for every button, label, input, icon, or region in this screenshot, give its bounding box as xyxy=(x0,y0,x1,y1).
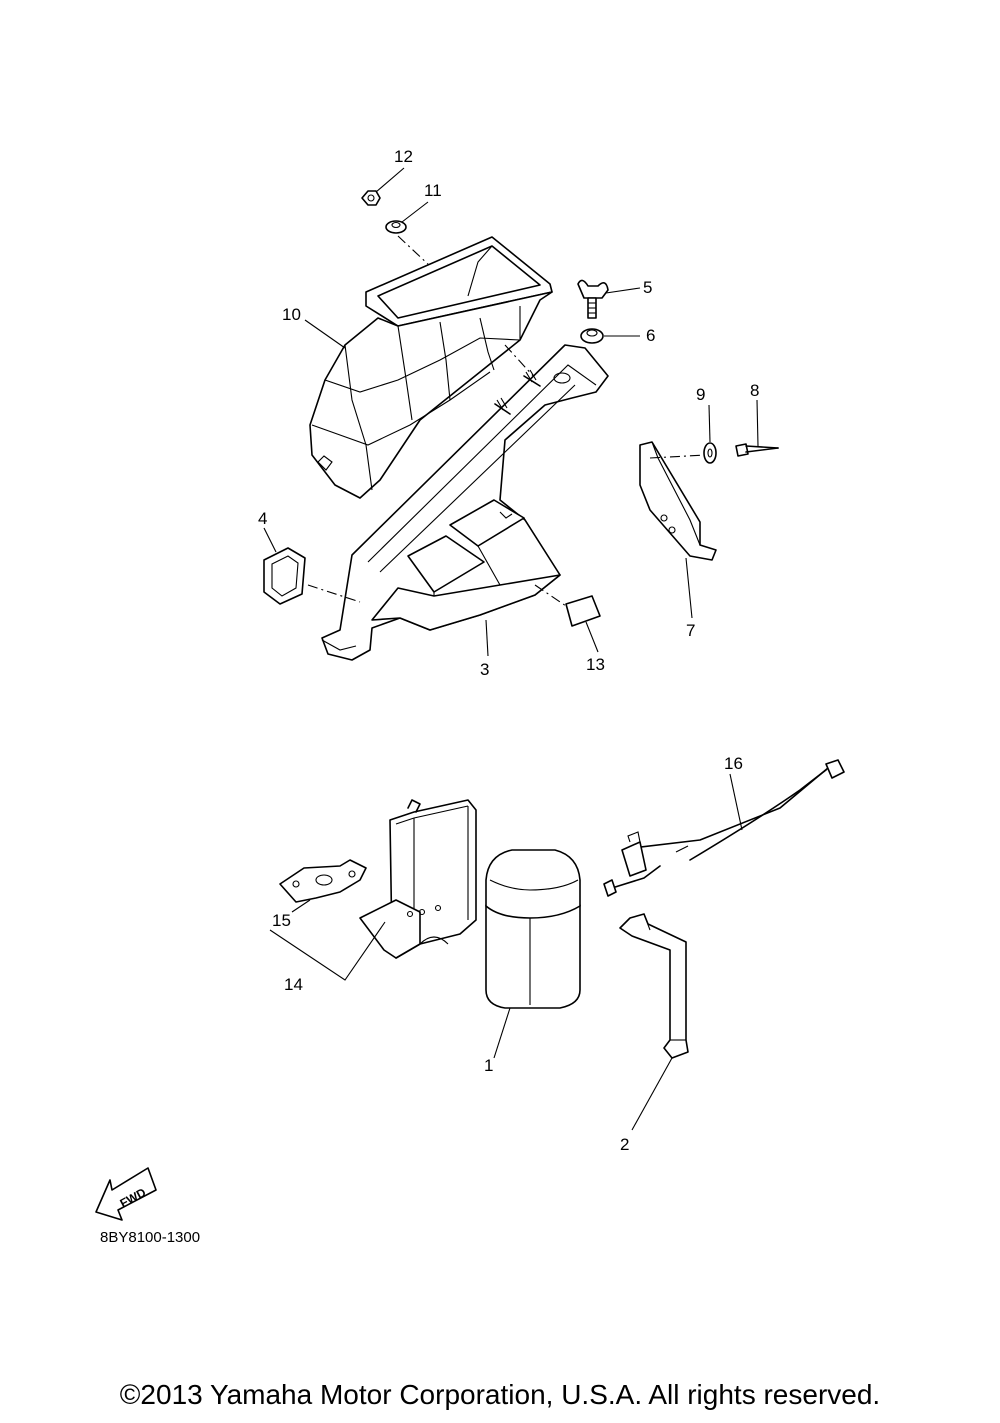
callout-3: 3 xyxy=(480,660,489,679)
callout-13: 13 xyxy=(586,655,605,674)
callout-2: 2 xyxy=(620,1135,629,1154)
part-12-nut xyxy=(361,167,405,206)
part-15-plate xyxy=(279,859,367,913)
callout-5: 5 xyxy=(643,278,652,297)
callout-4: 4 xyxy=(258,509,267,528)
callout-14: 14 xyxy=(284,975,303,994)
callout-12: 12 xyxy=(394,147,413,166)
callout-16: 16 xyxy=(724,754,743,773)
part-8-screw xyxy=(735,399,779,457)
fwd-arrow: FWD xyxy=(95,1167,157,1221)
part-2-strap xyxy=(619,913,689,1131)
centerline-4-3 xyxy=(307,584,361,603)
part-16-cable xyxy=(603,759,845,897)
part-1-battery-cover xyxy=(485,849,581,1059)
callout-6: 6 xyxy=(646,326,655,345)
callout-11: 11 xyxy=(424,181,442,200)
callout-15: 15 xyxy=(272,911,291,930)
part-13-pad xyxy=(565,595,601,653)
part-4-pad xyxy=(263,527,306,605)
part-11-collar xyxy=(385,201,429,234)
callout-8: 8 xyxy=(750,381,759,400)
part-14-battery-holder xyxy=(359,799,477,959)
part-9-washer xyxy=(703,404,717,464)
part-code: 8BY8100-1300 xyxy=(100,1229,201,1246)
centerline-duct-bracket xyxy=(504,344,536,379)
part-3-bracket xyxy=(321,344,609,661)
part-10-air-duct xyxy=(304,236,553,499)
centerline-3-13 xyxy=(534,584,567,607)
copyright-notice: ©2013 Yamaha Motor Corporation, U.S.A. A… xyxy=(119,1379,881,1410)
part-7-side-bracket xyxy=(639,441,717,619)
callout-14-leader xyxy=(269,921,386,981)
part-5-wing-bolt xyxy=(577,279,641,319)
callout-1: 1 xyxy=(484,1056,493,1075)
callout-9: 9 xyxy=(696,385,705,404)
callout-7: 7 xyxy=(686,621,695,640)
callout-10: 10 xyxy=(282,305,301,324)
part-6-grommet xyxy=(580,328,640,344)
centerline-7-9 xyxy=(649,454,707,459)
